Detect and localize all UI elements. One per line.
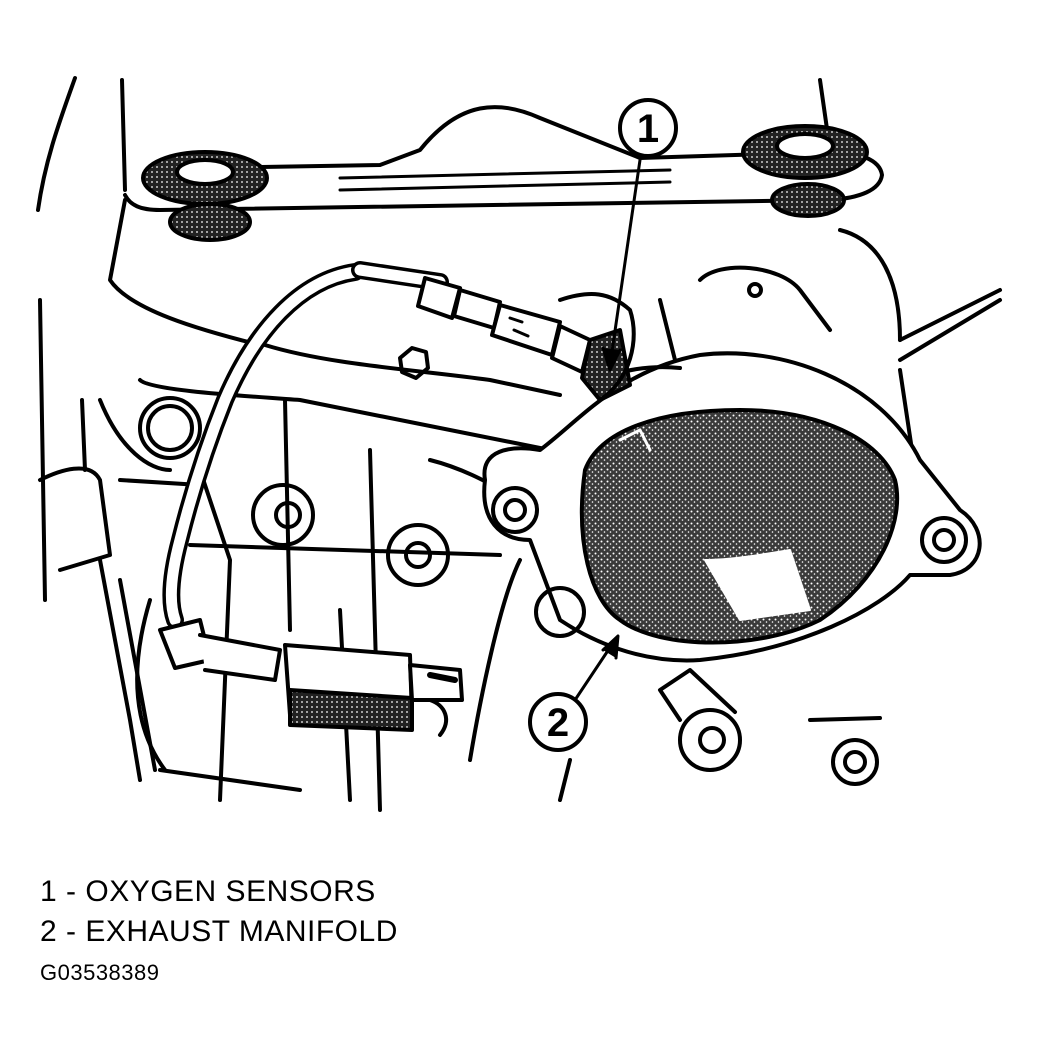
figure-id: G03538389 [40,960,160,985]
bracket-plate [123,105,884,212]
callout-2-number: 2 [547,701,569,745]
legend-separator: - [57,875,86,908]
legend-text: OXYGEN SENSORS [85,875,376,908]
legend-text: EXHAUST MANIFOLD [85,915,398,948]
callout-1-leader [608,158,642,367]
legend-number: 2 [40,915,58,948]
legend-item: 2 - EXHAUST MANIFOLD [40,912,398,952]
engine-left-edge [36,76,77,212]
flange-bolt-hole-left [491,486,539,534]
sensor-connector [158,618,464,737]
legend-number: 1 [40,875,58,908]
oxygen-sensor [416,276,636,402]
grommet-left [141,150,269,242]
grommet-right [741,124,869,218]
callout-2: 2 [528,692,588,752]
legend-separator: - [57,915,86,948]
legend-item: 1 - OXYGEN SENSORS [40,872,398,912]
callout-1: 1 [618,98,678,158]
legend: 1 - OXYGEN SENSORS 2 - EXHAUST MANIFOLD [40,872,398,952]
engine-illustration: 1 2 [36,76,1002,812]
flange-bolt-hole-right [920,516,968,564]
manifold-outlet [579,408,900,645]
callout-1-number: 1 [637,107,659,151]
